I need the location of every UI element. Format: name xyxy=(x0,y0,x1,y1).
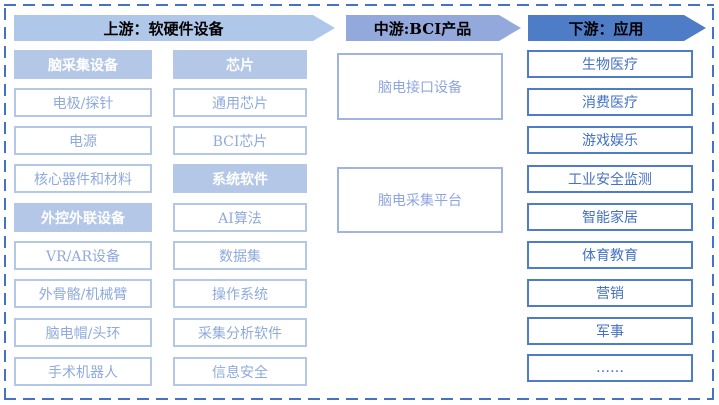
upstream-box-surgical-robot: 手术机器人 xyxy=(14,357,152,386)
downstream-box-consumer-medical: 消费医疗 xyxy=(527,88,693,116)
upstream-box-operating-system: 操作系统 xyxy=(173,279,307,308)
downstream-box-smart-home: 智能家居 xyxy=(527,203,693,231)
stage-header-midstream-arrow: 中游:BCI产品 xyxy=(346,15,521,41)
upstream-box-general-chip: 通用芯片 xyxy=(173,88,307,117)
upstream-box-exoskeleton-robotic-arm: 外骨骼/机械臂 xyxy=(14,279,152,308)
upstream-box-core-components-materials: 核心器件和材料 xyxy=(14,164,152,193)
downstream-box-gaming-entertainment: 游戏娱乐 xyxy=(527,126,693,154)
upstream-box-bci-chip: BCI芯片 xyxy=(173,126,307,155)
upstream-box-system-software: 系统软件 xyxy=(173,164,307,193)
downstream-box-marketing: 营销 xyxy=(527,279,693,307)
upstream-box-acquisition-analysis-software: 采集分析软件 xyxy=(173,318,307,347)
midstream-box-eeg-interface-device: 脑电接口设备 xyxy=(337,53,503,120)
upstream-box-brain-acquisition-devices: 脑采集设备 xyxy=(14,50,152,79)
upstream-box-external-control-devices: 外控外联设备 xyxy=(14,203,152,232)
upstream-box-electrode-probe: 电极/探针 xyxy=(14,88,152,117)
upstream-box-dataset: 数据集 xyxy=(173,241,307,270)
midstream-box-eeg-acquisition-platform: 脑电采集平台 xyxy=(337,167,503,233)
downstream-box-military: 军事 xyxy=(527,317,693,345)
stage-header-downstream-arrow: 下游：应用 xyxy=(528,15,706,41)
upstream-box-vr-ar-devices: VR/AR设备 xyxy=(14,241,152,270)
downstream-box-sports-education: 体育教育 xyxy=(527,241,693,269)
downstream-box-industrial-safety-monitoring: 工业安全监测 xyxy=(527,165,693,193)
upstream-box-power-supply: 电源 xyxy=(14,126,152,155)
upstream-box-eeg-cap-headband: 脑电帽/头环 xyxy=(14,318,152,347)
upstream-box-chip: 芯片 xyxy=(173,50,307,79)
stage-header-upstream-arrow: 上游：软硬件设备 xyxy=(14,15,335,41)
downstream-box-biomedical: 生物医疗 xyxy=(527,50,693,78)
downstream-box-more-ellipsis: …… xyxy=(527,354,693,382)
upstream-box-ai-algorithm: AI算法 xyxy=(173,203,307,232)
upstream-box-information-security: 信息安全 xyxy=(173,357,307,386)
